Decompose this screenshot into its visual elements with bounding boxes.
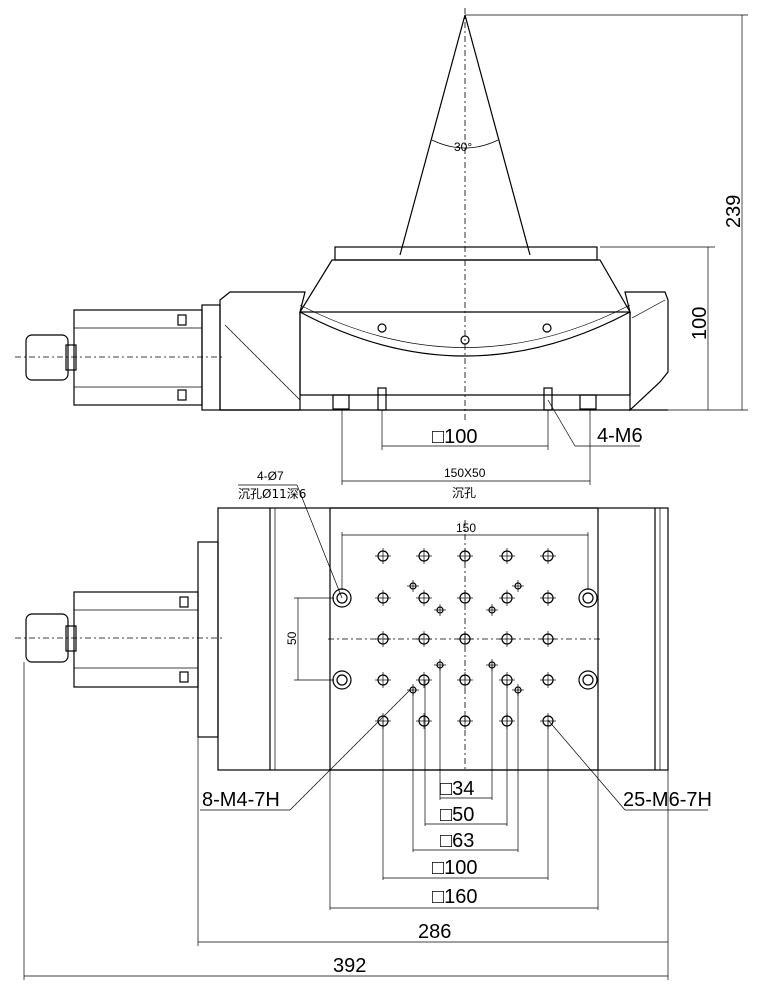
motor-screw <box>179 671 189 683</box>
m6-hole <box>375 672 391 688</box>
m6-hole <box>416 672 432 688</box>
counterbore-stud <box>579 394 597 410</box>
motor-flange <box>197 541 219 738</box>
m6-hole <box>540 672 556 688</box>
m6-hole <box>457 590 473 606</box>
m6-hole <box>416 713 432 729</box>
m6-hole-grid <box>375 548 556 729</box>
leader-4m6 <box>547 399 576 447</box>
m4-hole <box>512 580 524 592</box>
label-4m6: 4-M6 <box>597 425 643 447</box>
dim-392: 392 <box>333 955 366 977</box>
leader-4o7 <box>296 484 343 599</box>
top-plate <box>334 246 598 261</box>
front-hole <box>377 323 387 333</box>
front-hole <box>460 335 470 345</box>
knob <box>25 334 69 381</box>
dim-sq100-front: □100 <box>432 426 477 448</box>
counterbore-hole <box>578 588 598 608</box>
dim-150x50: 150X50 <box>444 466 486 480</box>
m6-hole <box>540 548 556 564</box>
knob-shaft <box>65 344 77 371</box>
dim-50: 50 <box>285 631 299 645</box>
dim-150: 150 <box>456 521 476 535</box>
m6-hole <box>416 631 432 647</box>
worm-arc-inner <box>299 304 631 348</box>
m6-hole <box>499 548 515 564</box>
dim-sq160: □160 <box>432 886 477 908</box>
m6-hole <box>457 713 473 729</box>
motor-screw <box>177 314 187 326</box>
dim-286: 286 <box>418 921 451 943</box>
counterbore-hole <box>582 592 594 604</box>
counterbore-stud <box>332 394 350 410</box>
motor-body <box>73 309 203 406</box>
dim-sq34: □34 <box>440 778 474 800</box>
motor-flange <box>201 304 221 411</box>
counterbore-hole <box>582 674 594 686</box>
dim-100: 100 <box>689 307 711 340</box>
counterbore-hole <box>336 592 348 604</box>
leader-m4 <box>289 689 411 811</box>
base-chamfer-left <box>224 324 301 401</box>
m6-hole <box>499 590 515 606</box>
counterbore-hole <box>336 674 348 686</box>
label-m4: 8-M4-7H <box>202 789 280 811</box>
m6-hole <box>499 631 515 647</box>
m6-hole <box>540 590 556 606</box>
counterbore-hole <box>578 670 598 690</box>
m6-hole <box>540 631 556 647</box>
m6-hole <box>375 590 391 606</box>
base-right <box>624 291 669 412</box>
top-view: 150 50 4-Ø7 沉孔Ø11深6 8-M4-7H 25-M6-7H □34… <box>15 469 712 980</box>
label-counterbore: 沉孔 <box>452 486 476 500</box>
m4-holes <box>407 580 524 696</box>
hole-spec-cbore: 沉孔Ø11深6 <box>238 487 306 501</box>
motor-screw <box>177 389 187 401</box>
dim-sq63: □63 <box>440 830 474 852</box>
cone-right-edge <box>464 14 531 256</box>
dim-239: 239 <box>723 195 745 228</box>
m4-hole <box>434 604 446 616</box>
square-dimensions: □34 □50 □63 □100 □160 <box>329 665 599 910</box>
m6-hole <box>457 672 473 688</box>
worm-arc-outer <box>299 311 631 357</box>
dim-sq50: □50 <box>440 804 474 826</box>
angle-label: 30° <box>454 140 472 154</box>
thread-stud <box>543 387 553 411</box>
m6-hole <box>375 631 391 647</box>
base-chamfer-right <box>631 299 666 319</box>
m6-hole <box>457 631 473 647</box>
motor-body <box>73 591 199 688</box>
m4-hole <box>486 604 498 616</box>
hole-spec-count: 4-Ø7 <box>257 469 284 483</box>
dim-sq100-top: □100 <box>432 857 477 879</box>
angle-arc <box>431 139 499 149</box>
m6-hole <box>416 590 432 606</box>
thread-stud <box>377 387 387 411</box>
front-view: 30° <box>15 8 748 500</box>
cone-left-edge <box>399 14 466 256</box>
counterbore-hole <box>332 670 352 690</box>
m4-hole <box>407 580 419 592</box>
m6-hole <box>416 548 432 564</box>
knob-shaft <box>65 625 77 652</box>
leader-m6 <box>547 719 626 811</box>
motor-screw <box>179 596 189 608</box>
m6-hole <box>457 548 473 564</box>
front-hole <box>542 323 552 333</box>
m6-hole <box>375 548 391 564</box>
label-m6: 25-M6-7H <box>623 789 712 811</box>
